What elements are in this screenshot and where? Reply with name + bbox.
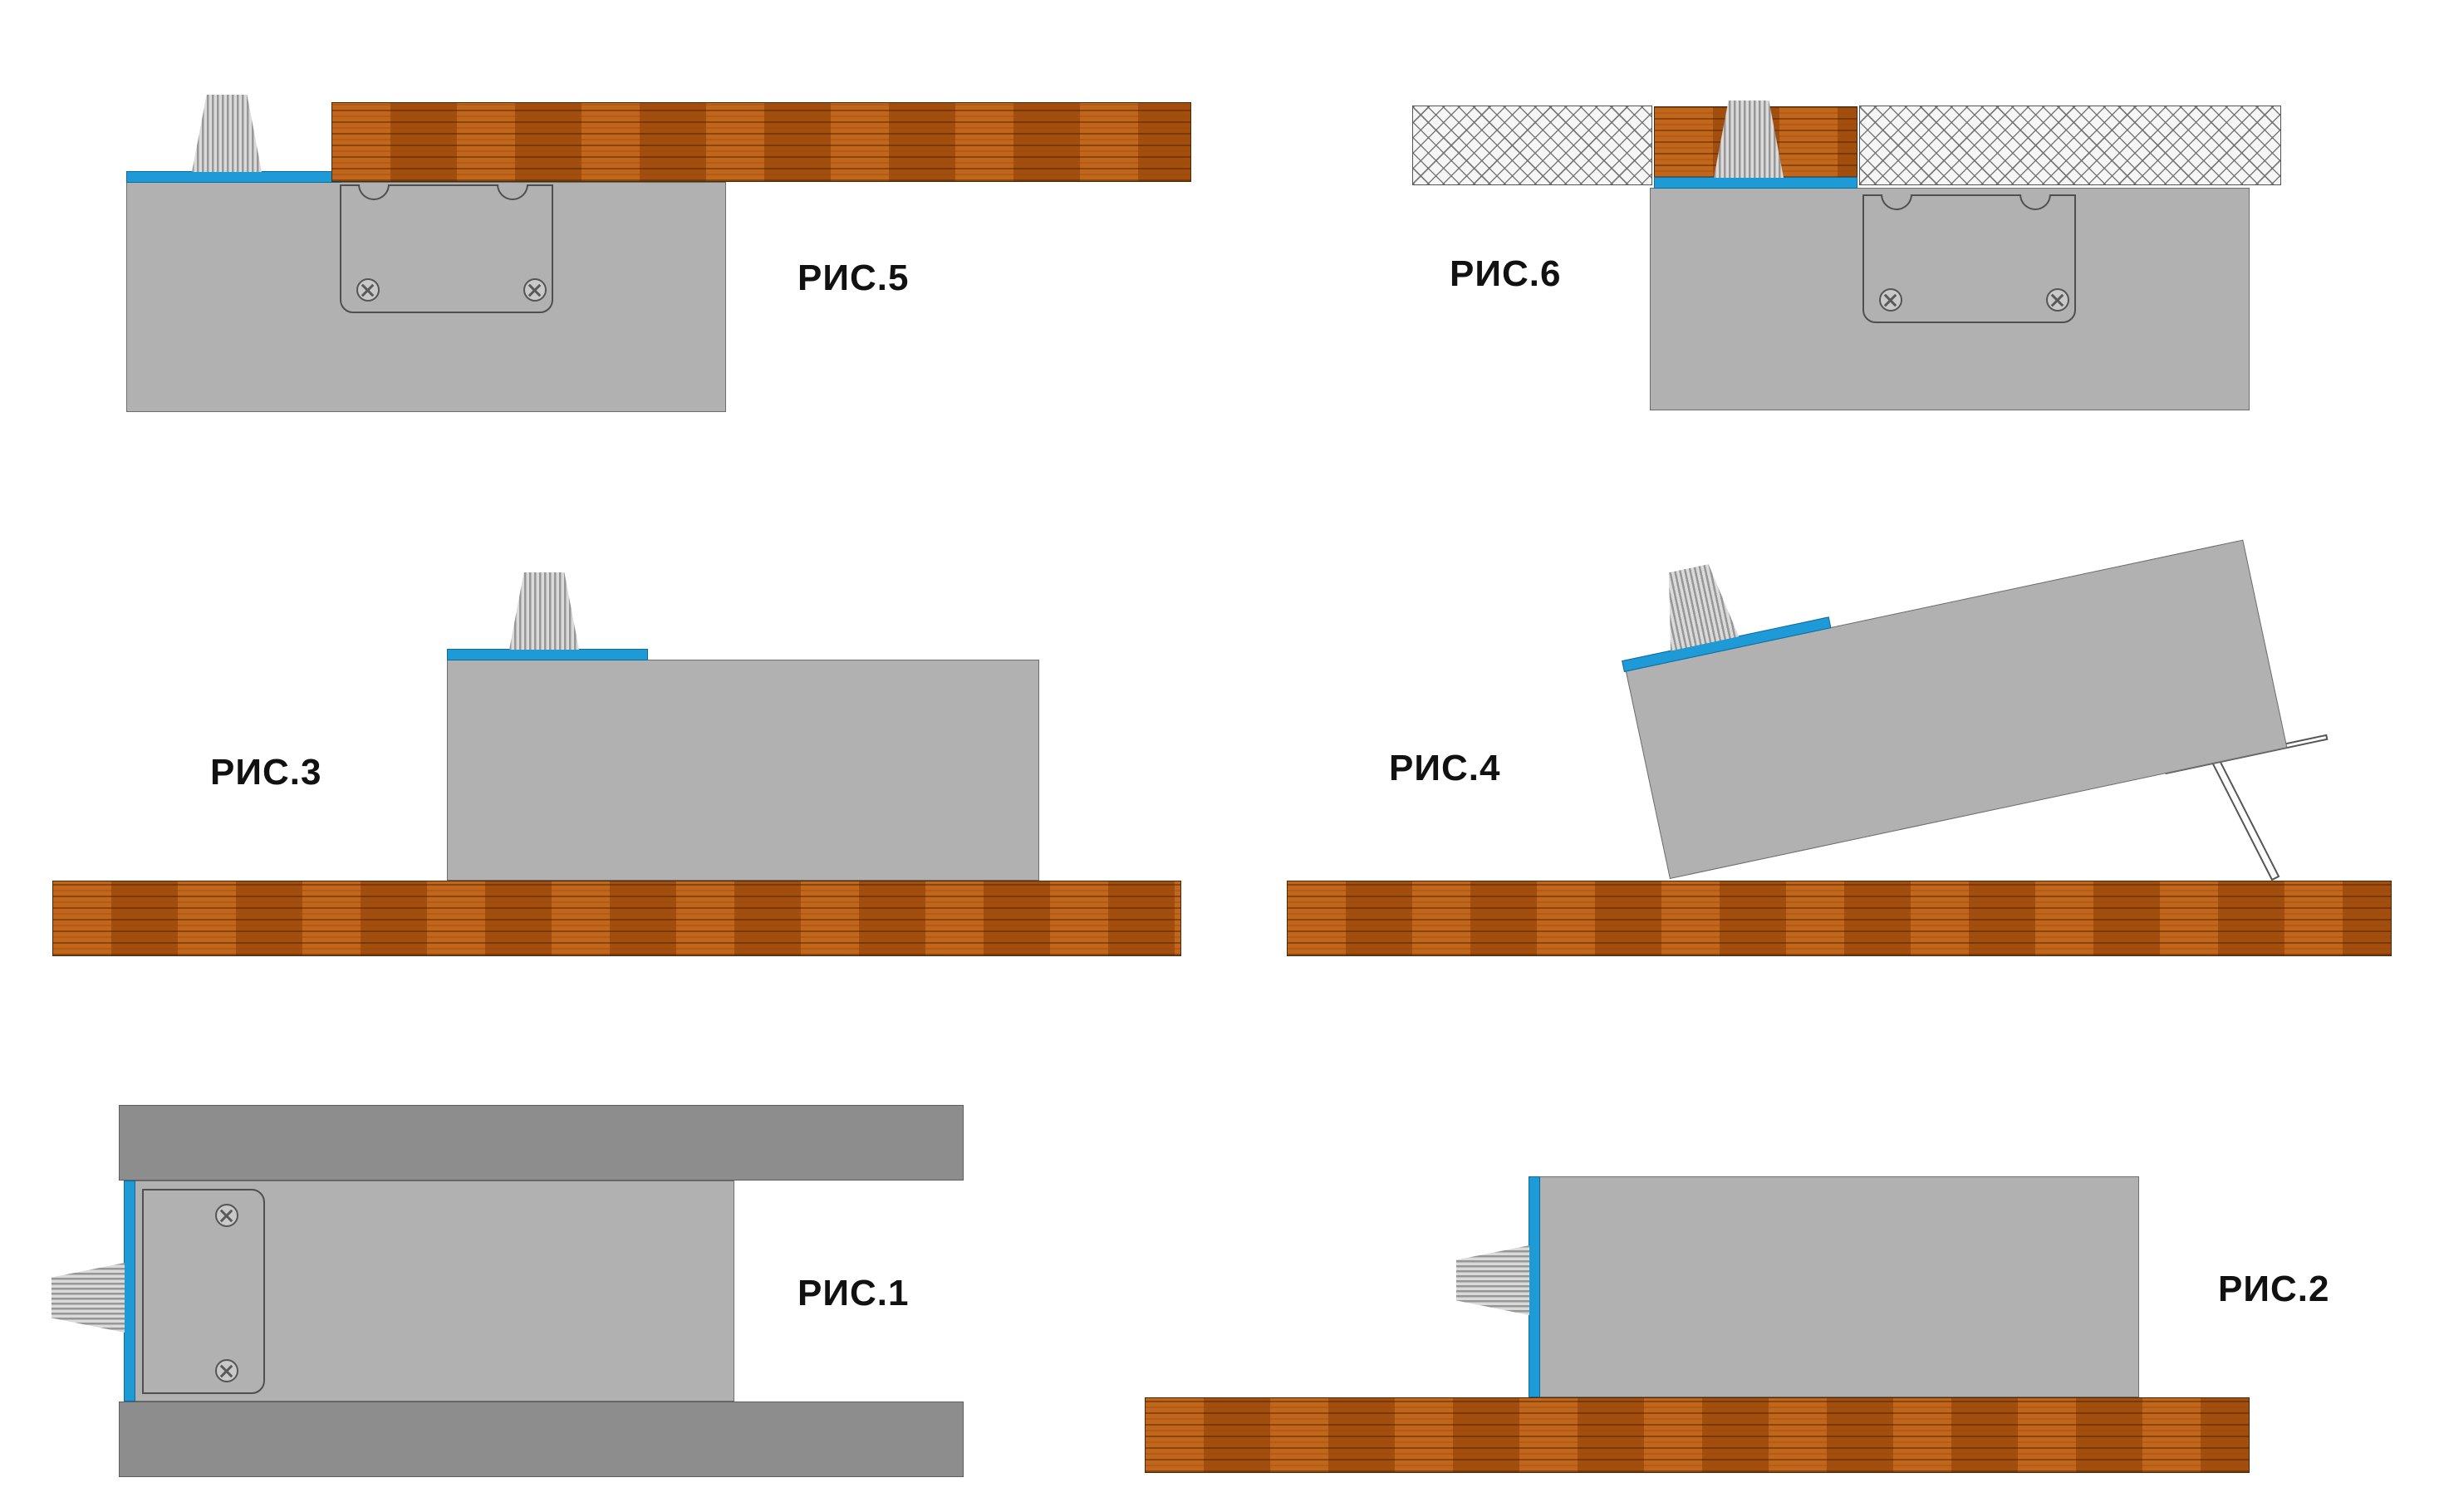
- fig5-cone-knob: [192, 95, 262, 172]
- fig5-screw-left: [356, 278, 380, 302]
- fig4-cone-knob: [1655, 561, 1740, 650]
- fig1-screw-top: [215, 1204, 238, 1227]
- figure-5-label: РИС.5: [797, 258, 910, 298]
- fig3-device-body: [447, 660, 1039, 881]
- fig6-mounting-plate: [1862, 194, 2076, 323]
- fig6-screw-left: [1879, 288, 1902, 312]
- fig5-notch-left: [358, 184, 390, 200]
- fig3-seal-strip: [447, 649, 648, 660]
- fig6-notch-left: [1881, 194, 1912, 210]
- fig5-seal-strip: [126, 171, 341, 183]
- figure-2-label: РИС.2: [2218, 1269, 2330, 1309]
- fig6-notch-right: [2019, 194, 2051, 210]
- fig3-cone-knob: [509, 572, 579, 650]
- fig1-frame-bar-bottom: [119, 1402, 964, 1477]
- figure-6-label: РИС.6: [1450, 253, 1562, 294]
- fig5-screw-right: [523, 278, 547, 302]
- fig5-notch-right: [497, 184, 528, 200]
- fig6-screw-right: [2046, 288, 2069, 312]
- fig1-seal-strip: [124, 1181, 135, 1402]
- fig3-wood-board: [52, 881, 1181, 956]
- fig6-hatch-panel-left: [1412, 106, 1652, 185]
- fig1-cone-knob: [52, 1263, 125, 1333]
- fig2-cone-knob: [1456, 1245, 1529, 1315]
- fig1-mounting-plate: [142, 1189, 265, 1394]
- fig4-device-body: [1625, 539, 2288, 879]
- fig2-device-body: [1539, 1176, 2139, 1397]
- fig1-frame-bar-top: [119, 1105, 964, 1181]
- fig2-wood-board: [1145, 1397, 2250, 1473]
- fig1-screw-bottom: [215, 1359, 238, 1382]
- fig6-seal-strip: [1654, 177, 1857, 189]
- fig5-wood-board: [331, 102, 1191, 182]
- fig5-mounting-plate: [340, 184, 553, 313]
- fig4-wood-board: [1287, 881, 2392, 956]
- figure-1-label: РИС.1: [797, 1273, 910, 1313]
- figure-3-label: РИС.3: [210, 752, 322, 793]
- figure-4-label: РИС.4: [1389, 748, 1501, 788]
- fig4-tilted-assembly: [1622, 539, 2329, 879]
- fig2-seal-strip: [1529, 1176, 1540, 1397]
- fig6-hatch-panel-right: [1859, 106, 2281, 185]
